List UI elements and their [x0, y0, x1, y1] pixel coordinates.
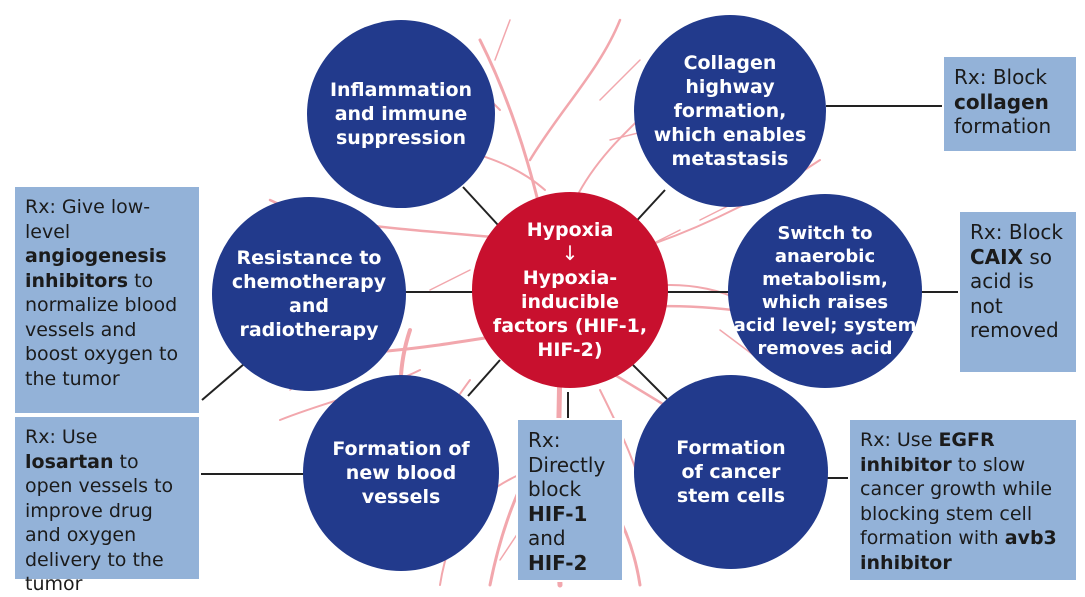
- rx-losartan-text-2: to open vessels to improve drug and oxyg…: [25, 450, 174, 596]
- rx-caix-text: Rx: Block: [970, 220, 1063, 244]
- circle-new-vessels: Formation of new blood vessels: [303, 375, 499, 571]
- rx-box-angiogenesis: Rx: Give low-level angiogenesis inhibito…: [13, 185, 201, 415]
- rx-losartan-text: Rx: Use: [25, 426, 98, 448]
- rx-hif-bold-1: HIF-1: [528, 501, 588, 526]
- rx-egfr-text-2: to slow cancer growth while blocking ste…: [860, 453, 1053, 550]
- rx-box-hif: Rx: Directly block HIF-1 and HIF-2: [516, 418, 624, 582]
- circle-resistance: Resistance to chemotherapy and radiother…: [212, 197, 406, 391]
- rx-egfr-bold-1: EGFR inhibitor: [860, 429, 995, 476]
- rx-hif-bold-2: HIF-2: [528, 550, 588, 575]
- rx-egfr-bold-2: avb3 inhibitor: [860, 527, 1057, 574]
- rx-angio-bold: angiogenesis inhibitors: [25, 245, 167, 292]
- rx-collagen-bold: collagen: [954, 89, 1049, 114]
- circle-inflammation: Inflammation and immune suppression: [307, 20, 495, 208]
- rx-caix-text-2: so acid is not removed: [970, 244, 1059, 343]
- rx-egfr-text: Rx: Use: [860, 429, 933, 451]
- connector-lines: [200, 105, 958, 479]
- rx-angio-text-2: to normalize blood vessels and boost oxy…: [25, 269, 179, 390]
- circle-new-vessels-label: Formation of new blood vessels: [332, 438, 470, 508]
- rx-hif-text: Rx: Directly block: [528, 428, 606, 501]
- circle-resistance-label: Resistance to chemotherapy and radiother…: [231, 247, 387, 341]
- rx-collagen-text-2: formation: [954, 114, 1052, 138]
- center-hypoxia-label: Hypoxia: [526, 219, 614, 241]
- rx-caix-bold: CAIX: [970, 244, 1024, 269]
- circle-stem-cells: Formation of cancer stem cells: [634, 375, 828, 569]
- circle-stem-cells-label: Formation of cancer stem cells: [676, 437, 786, 507]
- center-hif-label: Hypoxia- inducible factors (HIF-1, HIF-2…: [492, 267, 648, 361]
- rx-losartan-bold: losartan: [25, 450, 114, 473]
- center-hypoxia-circle: Hypoxia ↓ Hypoxia- inducible factors (HI…: [472, 192, 668, 388]
- rx-box-collagen: Rx: Block collagen formation: [942, 55, 1078, 153]
- circle-inflammation-label: Inflammation and immune suppression: [329, 79, 473, 149]
- rx-angio-text: Rx: Give low-level: [25, 196, 151, 243]
- rx-box-caix: Rx: Block CAIX so acid is not removed: [958, 210, 1078, 374]
- rx-box-egfr: Rx: Use EGFR inhibitor to slow cancer gr…: [848, 418, 1078, 582]
- circle-anaerobic: Switch to anaerobic metabolism, which ra…: [728, 194, 922, 388]
- circle-collagen-label: Collagen highway formation, which enable…: [653, 52, 807, 170]
- down-arrow-icon: ↓: [561, 241, 579, 265]
- rx-collagen-text: Rx: Block: [954, 65, 1047, 89]
- circle-anaerobic-label: Switch to anaerobic metabolism, which ra…: [733, 223, 917, 359]
- rx-hif-text-2: and: [528, 526, 566, 550]
- rx-box-losartan: Rx: Use losartan to open vessels to impr…: [13, 415, 201, 595]
- circle-collagen: Collagen highway formation, which enable…: [634, 15, 826, 207]
